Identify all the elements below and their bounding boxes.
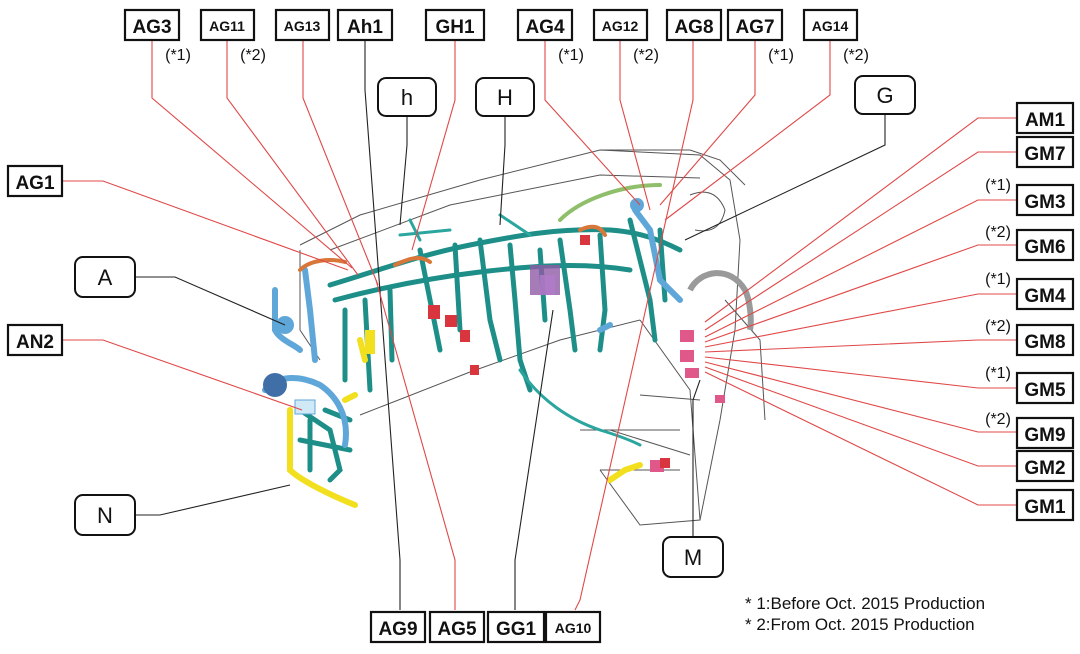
connector-note: (*2) [633,47,659,64]
connector-label: AG13 [284,18,321,34]
connector-label: AG11 [209,18,245,34]
connector-label: AG3 [132,17,171,38]
connector-GM4: (*1) GM4 [985,271,1075,311]
area-label-N: N [74,494,136,536]
connector-note: (*2) [985,411,1011,428]
leader-lines [62,40,1017,611]
top-connectors: AG3 (*1) AG11 (*2) AG13 Ah1 GH1 AG4 (*1)… [123,8,869,64]
connector-label: AG4 [525,17,565,38]
connector-label: AG5 [437,619,477,640]
connector-AG4: AG4 (*1) [516,8,584,64]
area-labels: A N h H G M [74,75,916,578]
connector-note: (*2) [843,47,869,64]
area-label-h: h [377,77,437,117]
connector-AG13: AG13 [274,8,331,42]
area-label-H: H [475,77,535,117]
left-connectors: AG1 AN2 [6,164,64,357]
connector-AG8: AG8 [665,8,723,42]
area-label-text: A [98,265,113,290]
connector-label: GM6 [1024,237,1065,258]
area-label-text: N [97,503,113,528]
connector-GG1: GG1 [486,610,546,644]
connector-AG10: AG10 [544,610,602,644]
connector-label: GM2 [1024,458,1065,479]
connector-label: AG1 [15,173,55,194]
connector-label: AG10 [555,620,592,636]
connector-GM5: (*1) GM5 [985,365,1075,405]
connector-AG3: AG3 (*1) [123,8,191,64]
right-connectors: AM1 GM7 (*1) GM3 (*2) GM6 (*1) GM4 (*2) … [985,101,1075,522]
area-label-text: G [876,83,893,108]
harness-art [262,183,754,508]
connector-label: GM7 [1024,144,1065,165]
connector-label: GM3 [1024,192,1065,213]
connector-Ah1: Ah1 [336,8,394,42]
connector-label: GH1 [435,17,475,38]
connector-AG7: AG7 (*1) [726,8,794,64]
connector-GM2: GM2 [1015,449,1075,483]
area-label-text: h [401,85,413,110]
area-label-A: A [74,256,136,298]
connector-AG5: AG5 [428,610,486,644]
connector-label: GM1 [1024,497,1066,518]
connector-label: GM9 [1024,425,1065,446]
connector-GM9: (*2) GM9 [985,411,1075,450]
connector-AG9: AG9 [369,610,427,644]
connector-AG14: AG14 (*2) [802,8,869,64]
area-label-G: G [854,75,916,115]
connector-GH1: GH1 [424,8,486,42]
connector-label: AN2 [16,332,54,353]
connector-GM6: (*2) GM6 [985,224,1075,262]
connector-label: GG1 [496,619,537,640]
connector-GM8: (*2) GM8 [985,318,1075,357]
connector-label: Ah1 [347,17,383,38]
connector-label: AG9 [378,619,417,640]
connector-label: AG8 [674,17,713,38]
footnote-2: * 2:From Oct. 2015 Production [745,615,975,634]
connector-label: AM1 [1025,110,1066,131]
connector-GM7: GM7 [1015,135,1075,169]
connector-note: (*2) [985,318,1011,335]
connector-AM1: AM1 [1015,101,1075,135]
connector-AN2: AN2 [6,323,64,357]
connector-label: AG12 [602,18,639,34]
footnotes: * 1:Before Oct. 2015 Production * 2:From… [745,594,985,634]
connector-label: AG7 [735,17,774,38]
connector-note: (*2) [240,47,266,64]
connector-label: GM4 [1024,286,1066,307]
area-label-text: H [497,85,513,110]
footnote-1: * 1:Before Oct. 2015 Production [745,594,985,613]
connector-AG11: AG11 (*2) [199,8,266,64]
connector-note: (*1) [165,47,191,64]
connector-note: (*1) [558,47,584,64]
connector-label: GM5 [1024,380,1066,401]
connector-AG1: AG1 [6,164,64,198]
connector-AG12: AG12 (*2) [592,8,659,64]
connector-note: (*1) [985,271,1011,288]
connector-GM1: GM1 [1015,488,1075,522]
connector-note: (*1) [768,47,794,64]
bottom-connectors: AG9 AG5 GG1 AG10 [369,610,602,644]
area-label-text: M [684,545,702,570]
connector-note: (*1) [985,177,1011,194]
connector-label: AG14 [812,18,849,34]
connector-note: (*2) [985,224,1011,241]
connector-note: (*1) [985,365,1011,382]
connector-label: GM8 [1024,332,1065,353]
connector-GM3: (*1) GM3 [985,177,1075,217]
area-label-M: M [662,536,724,578]
